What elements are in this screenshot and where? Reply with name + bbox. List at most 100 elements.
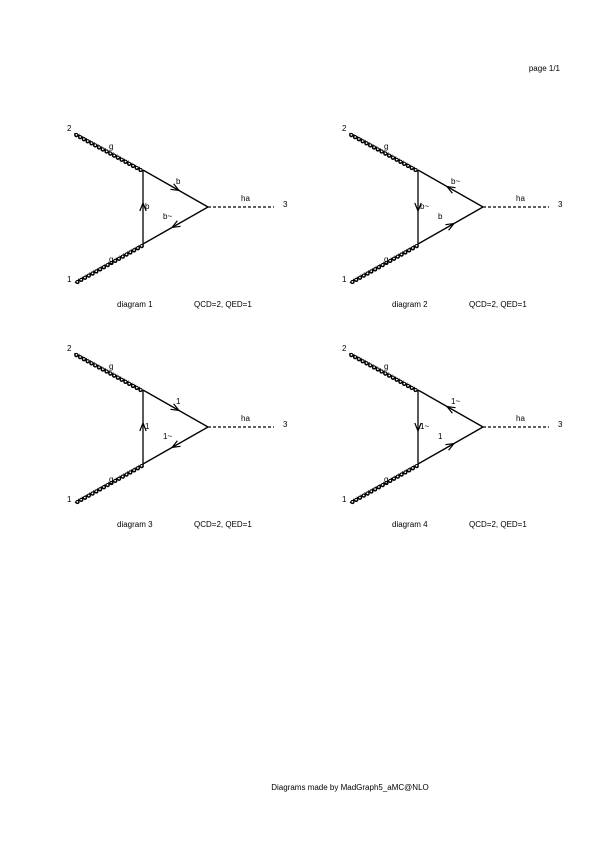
- gluon-line-top-coil: [93, 363, 98, 368]
- fermion-upper-line: [142, 389, 209, 428]
- lower-edge-label: 1: [438, 432, 443, 441]
- gluon-line-top-coil: [349, 352, 354, 358]
- gluon-line-bottom-coil: [113, 478, 118, 484]
- fermion-lower-line: [142, 426, 209, 465]
- gluon-line-top-coil: [77, 354, 83, 360]
- gluon-line-top-coil: [405, 163, 411, 169]
- gluon-line-bottom-coil: [82, 495, 88, 500]
- gluon-line-bottom-coil: [372, 267, 378, 272]
- gluon-line-bottom-coil: [380, 482, 385, 488]
- gluon-line-top-coil: [379, 149, 384, 154]
- gluon-line-bottom-coil: [361, 493, 366, 498]
- gluon-line-top-coil: [100, 367, 105, 372]
- gluon-line-top-coil: [352, 354, 358, 360]
- gluon-line-top-coil: [108, 371, 113, 376]
- gluon-line-top-coil: [356, 357, 362, 362]
- gluon-line-bottom-coil: [414, 463, 419, 469]
- coupling-orders: QCD=2, QED=1: [194, 520, 252, 529]
- gluon-line-top-coil: [134, 385, 139, 391]
- gluon-line-top-coil: [104, 369, 109, 374]
- gluon-line-top-coil: [123, 159, 128, 164]
- diagram-caption: diagram 3: [117, 520, 153, 529]
- gluon-line-top-coil: [398, 379, 403, 384]
- gluon-line-top-coil: [138, 387, 143, 393]
- gluon-line-top-coil: [360, 139, 365, 144]
- gluon-line-bottom-coil: [75, 279, 80, 285]
- gluon-line-bottom-coil: [406, 468, 412, 473]
- gluon-line-top-coil: [100, 147, 105, 152]
- arrow-vertical: [414, 422, 422, 433]
- higgs-label: ha: [516, 194, 525, 203]
- gluon-line-top-coil: [119, 377, 124, 382]
- diagram-caption: diagram 2: [392, 300, 428, 309]
- gluon-line-bottom-coil: [410, 466, 416, 471]
- gluon-line-bottom-coil: [135, 246, 141, 251]
- fermion-upper-line: [142, 169, 209, 208]
- arrow-upper: [445, 185, 456, 194]
- arrow-upper: [445, 405, 456, 414]
- gluon-line-top-coil: [89, 361, 94, 366]
- external-label-right: 3: [558, 200, 563, 209]
- external-label-bottom: 1: [67, 275, 72, 284]
- external-label-bottom: 1: [342, 275, 347, 284]
- gluon-line-bottom-coil: [391, 256, 397, 261]
- arrow-upper: [170, 403, 181, 412]
- gluon-line-bottom-coil: [128, 470, 133, 475]
- coupling-orders: QCD=2, QED=1: [469, 300, 527, 309]
- gluon-line-top-coil: [130, 163, 136, 169]
- gluon-label-bottom: g: [109, 255, 113, 264]
- gluon-line-bottom-coil: [79, 277, 84, 283]
- gluon-line-bottom: [74, 243, 144, 284]
- gluon-line-top-coil: [368, 143, 373, 148]
- arrow-lower: [170, 440, 181, 449]
- fermion-lower-line: [417, 206, 484, 245]
- gluon-line-bottom-coil: [82, 275, 88, 280]
- gluon-line-top: [74, 352, 144, 393]
- gluon-line-bottom-coil: [109, 480, 114, 486]
- gluon-line-top-coil: [398, 159, 403, 164]
- vertical-edge-label: 1~: [420, 422, 429, 431]
- diagram-caption: diagram 1: [117, 300, 153, 309]
- arrow-lower: [445, 442, 456, 451]
- gluon-line-top-coil: [375, 147, 380, 152]
- gluon-line-bottom-coil: [113, 258, 118, 264]
- gluon-label-top: g: [384, 362, 388, 371]
- gluon-line-bottom-coil: [135, 466, 141, 471]
- gluon-line-bottom-coil: [101, 485, 107, 490]
- gluon-line-bottom-coil: [120, 474, 125, 479]
- gluon-line-bottom-coil: [384, 480, 389, 486]
- gluon-line-top-coil: [74, 132, 79, 138]
- gluon-line-bottom-coil: [94, 269, 99, 274]
- gluon-line-top-coil: [390, 375, 396, 380]
- gluon-line-bottom-coil: [131, 248, 137, 253]
- gluon-line-bottom-coil: [361, 273, 366, 278]
- gluon-line-top-coil: [360, 359, 365, 364]
- gluon-line-top-coil: [383, 371, 388, 376]
- gluon-line-top-coil: [413, 387, 418, 393]
- vertical-edge-label: b: [145, 202, 150, 211]
- gluon-line-bottom-coil: [105, 482, 110, 488]
- fermion-lower-line: [417, 426, 484, 465]
- gluon-line-bottom-coil: [94, 489, 99, 494]
- gluon-line-top-coil: [352, 134, 358, 140]
- gluon-line-bottom-coil: [384, 260, 389, 266]
- gluon-line-bottom-coil: [120, 254, 125, 259]
- gluon-line-top-coil: [409, 165, 414, 171]
- gluon-line-top-coil: [349, 132, 354, 138]
- gluon-line-top-coil: [386, 373, 392, 378]
- gluon-line-top-coil: [364, 141, 369, 146]
- diagram-caption: diagram 4: [392, 520, 428, 529]
- gluon-line-top-coil: [85, 139, 90, 144]
- fermion-upper-line: [417, 389, 484, 428]
- gluon-line-top-coil: [394, 377, 399, 382]
- gluon-line-bottom-coil: [403, 470, 408, 475]
- gluon-line-top-coil: [108, 151, 113, 156]
- gluon-line-bottom-coil: [369, 269, 374, 274]
- higgs-label: ha: [241, 194, 250, 203]
- gluon-line-bottom-coil: [388, 258, 393, 264]
- fermion-upper-line: [417, 169, 484, 208]
- gluon-line-bottom-coil: [128, 250, 133, 255]
- gluon-line-top-coil: [130, 383, 136, 389]
